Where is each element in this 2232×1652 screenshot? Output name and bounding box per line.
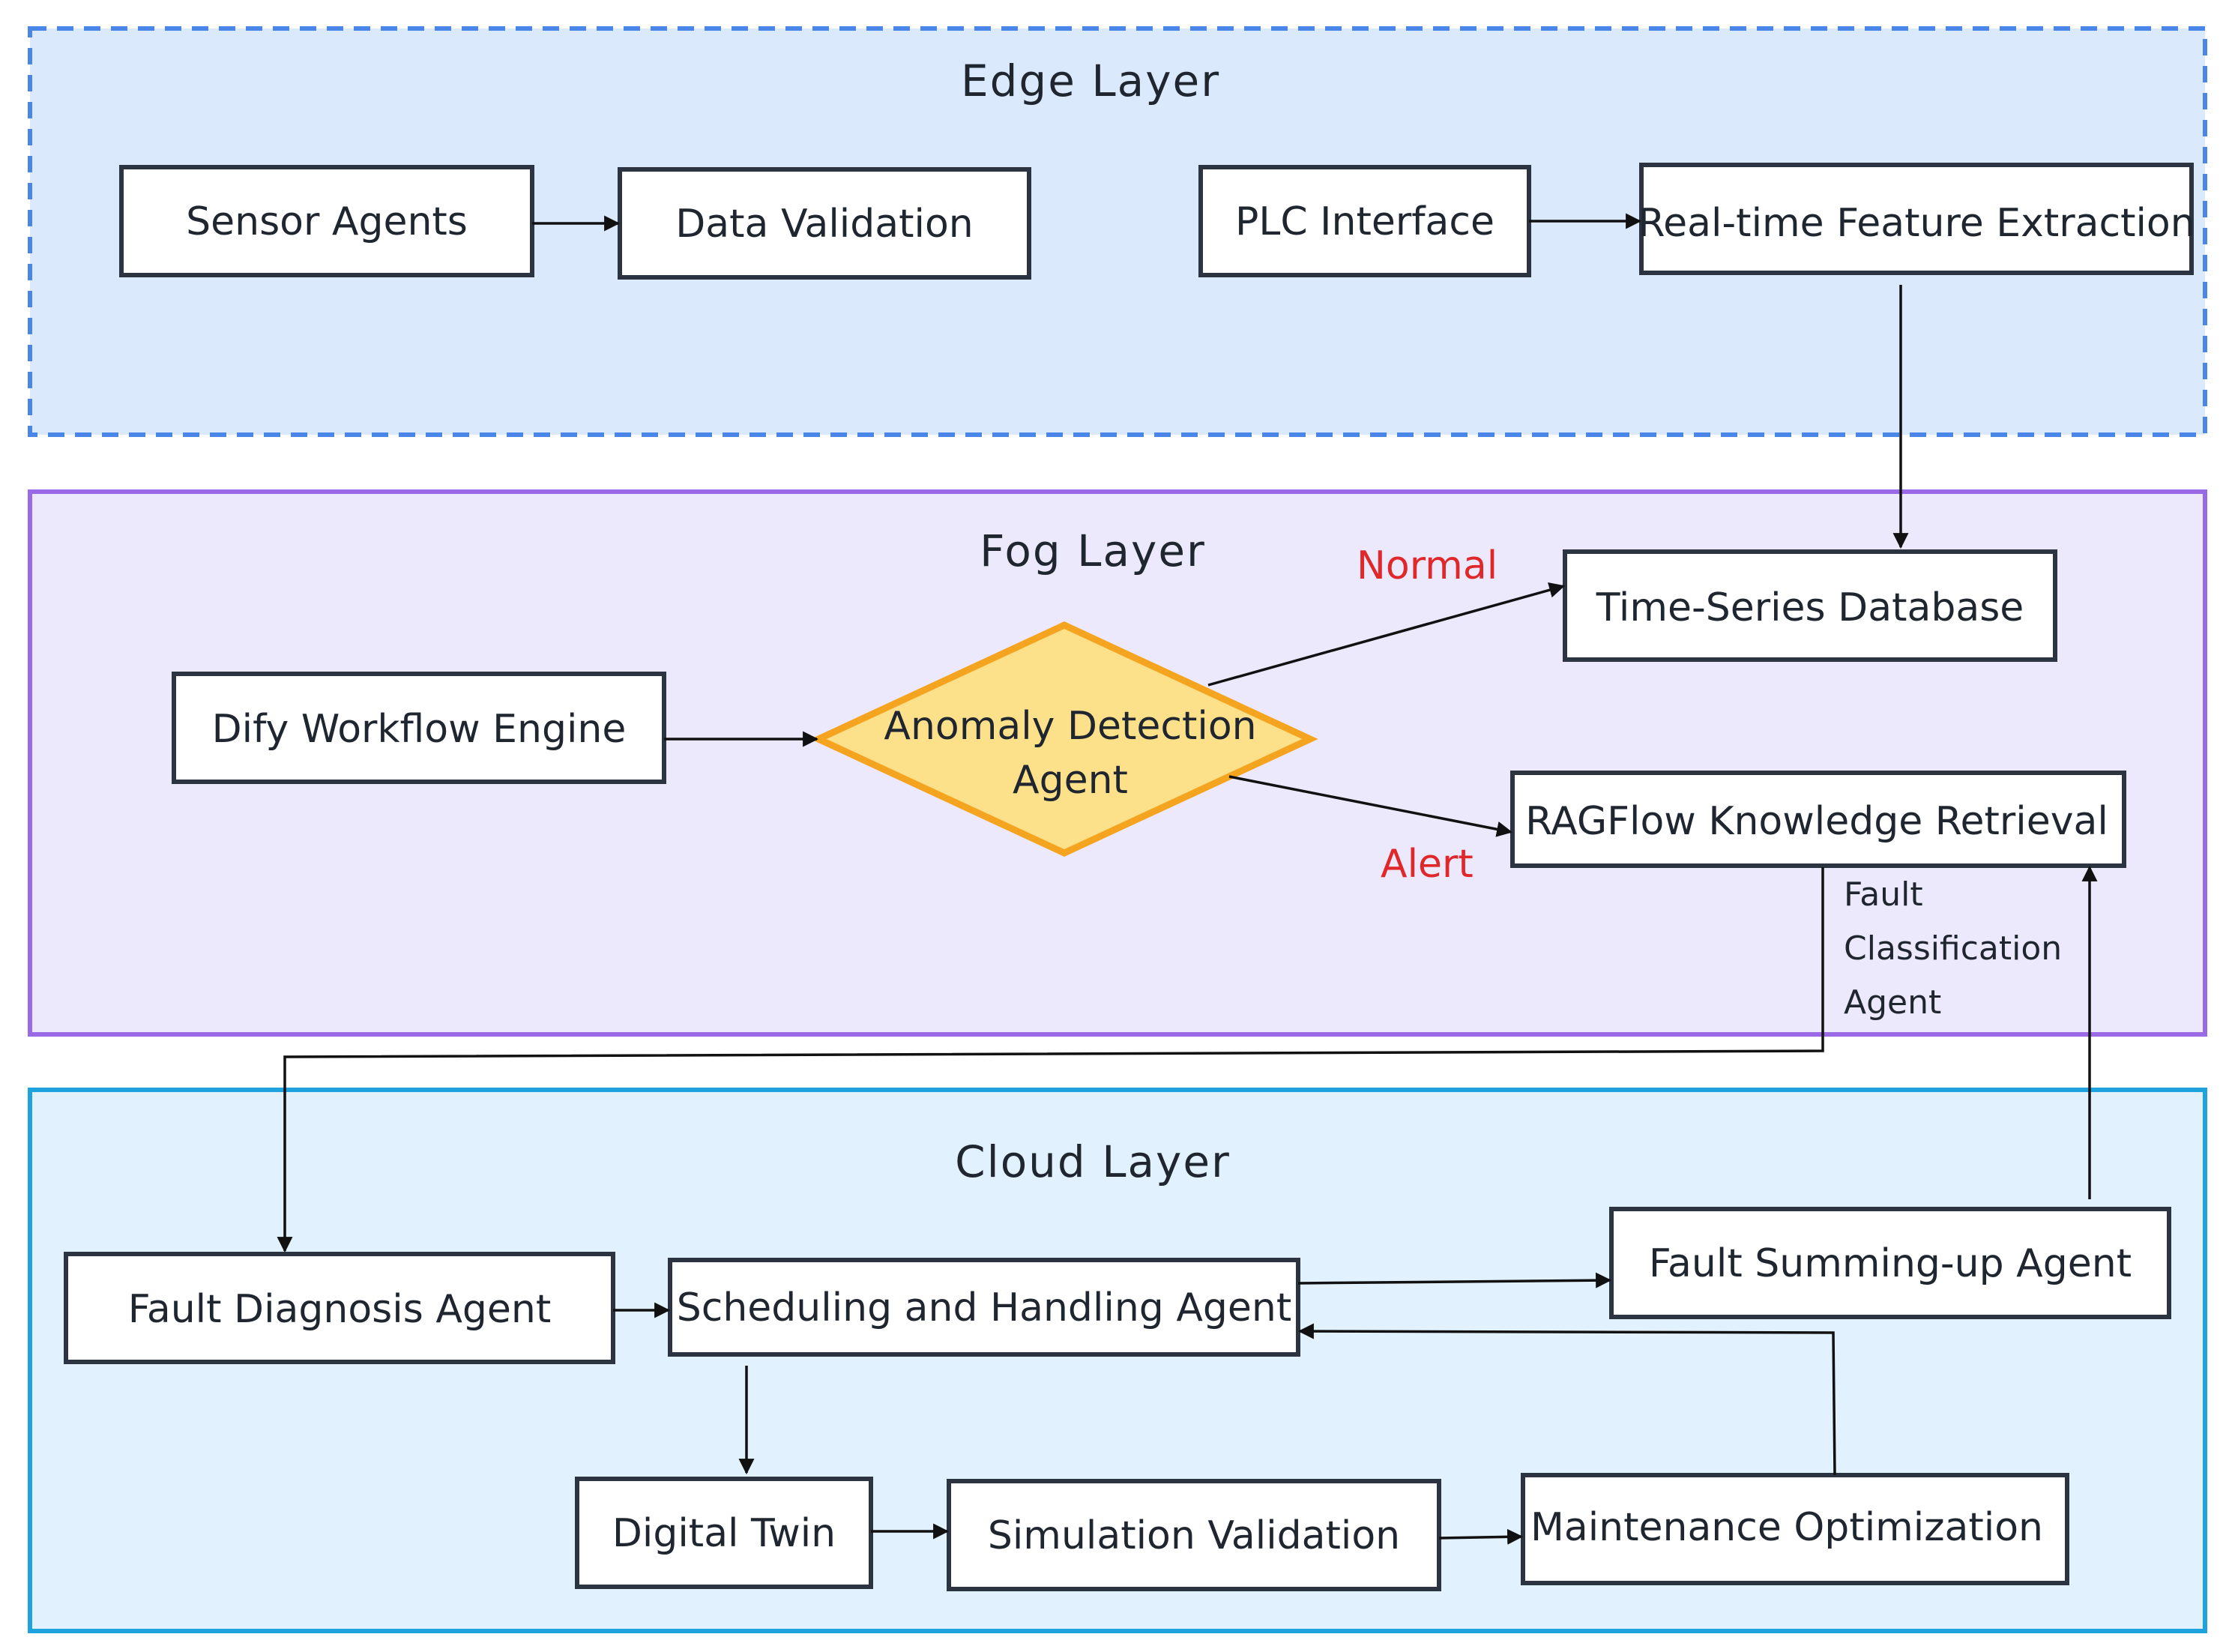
edge-layer-title: Edge Layer	[961, 55, 1220, 106]
svg-text:Time-Series Database: Time-Series Database	[1596, 585, 2024, 630]
data-validation-node: Data Validation	[618, 167, 1031, 280]
feature-extraction-node: Real-time Feature Extraction	[1638, 163, 2195, 275]
fault-diagnosis-agent-node: Fault Diagnosis Agent	[64, 1252, 615, 1364]
svg-text:Simulation Validation: Simulation Validation	[988, 1513, 1400, 1558]
svg-text:Real-time Feature Extraction: Real-time Feature Extraction	[1638, 201, 2195, 246]
svg-text:Sensor Agents: Sensor Agents	[186, 199, 468, 244]
svg-text:Fault: Fault	[1844, 875, 1923, 914]
fog-layer-title: Fog Layer	[980, 525, 1206, 576]
sensor-agents-node: Sensor Agents	[119, 165, 534, 277]
fault-classification-agent-label: Fault Classification Agent	[1844, 875, 2062, 1022]
svg-text:Classification: Classification	[1844, 929, 2062, 968]
anomaly-detection-line2: Agent	[1013, 758, 1128, 803]
plc-interface-node: PLC Interface	[1198, 165, 1531, 277]
arrow-ragflow-to-fault-diagnosis	[277, 867, 1824, 1253]
ragflow-knowledge-retrieval-node: RAGFlow Knowledge Retrieval	[1510, 771, 2126, 868]
svg-text:Maintenance Optimization: Maintenance Optimization	[1530, 1505, 2043, 1550]
time-series-database-node: Time-Series Database	[1563, 549, 2057, 662]
arrow-maintenance-to-scheduling	[1297, 1323, 1836, 1476]
arrow-simulation-to-maintenance	[1438, 1528, 1524, 1545]
svg-text:Fault Diagnosis Agent: Fault Diagnosis Agent	[128, 1287, 552, 1332]
arrow-anomaly-normal-to-database	[1207, 582, 1566, 687]
anomaly-detection-agent-node: Anomaly Detection Agent	[810, 621, 1318, 857]
anomaly-detection-line1: Anomaly Detection	[884, 704, 1256, 749]
normal-label: Normal	[1357, 543, 1497, 588]
svg-text:RAGFlow Knowledge Retrieval: RAGFlow Knowledge Retrieval	[1525, 799, 2108, 844]
alert-label: Alert	[1381, 842, 1474, 887]
scheduling-and-handling-agent-node: Scheduling and Handling Agent	[668, 1258, 1300, 1357]
arrow-scheduling-to-summing	[1297, 1272, 1612, 1288]
cloud-layer-title: Cloud Layer	[955, 1136, 1231, 1187]
svg-text:Scheduling and Handling Agent: Scheduling and Handling Agent	[677, 1285, 1292, 1330]
arrow-anomaly-alert-to-ragflow	[1228, 775, 1513, 837]
dify-workflow-engine-node: Dify Workflow Engine	[172, 672, 666, 784]
simulation-validation-node: Simulation Validation	[947, 1479, 1441, 1591]
svg-text:Digital Twin: Digital Twin	[612, 1511, 836, 1556]
digital-twin-node: Digital Twin	[575, 1477, 873, 1589]
svg-text:Agent: Agent	[1844, 983, 1941, 1022]
svg-text:PLC Interface: PLC Interface	[1235, 199, 1494, 244]
svg-text:Fault Summing-up Agent: Fault Summing-up Agent	[1649, 1241, 2132, 1286]
svg-text:Dify Workflow Engine: Dify Workflow Engine	[212, 707, 627, 752]
maintenance-optimization-node: Maintenance Optimization	[1521, 1473, 2069, 1585]
svg-text:Data Validation: Data Validation	[675, 202, 973, 247]
fault-summing-up-agent-node: Fault Summing-up Agent	[1609, 1207, 2171, 1319]
